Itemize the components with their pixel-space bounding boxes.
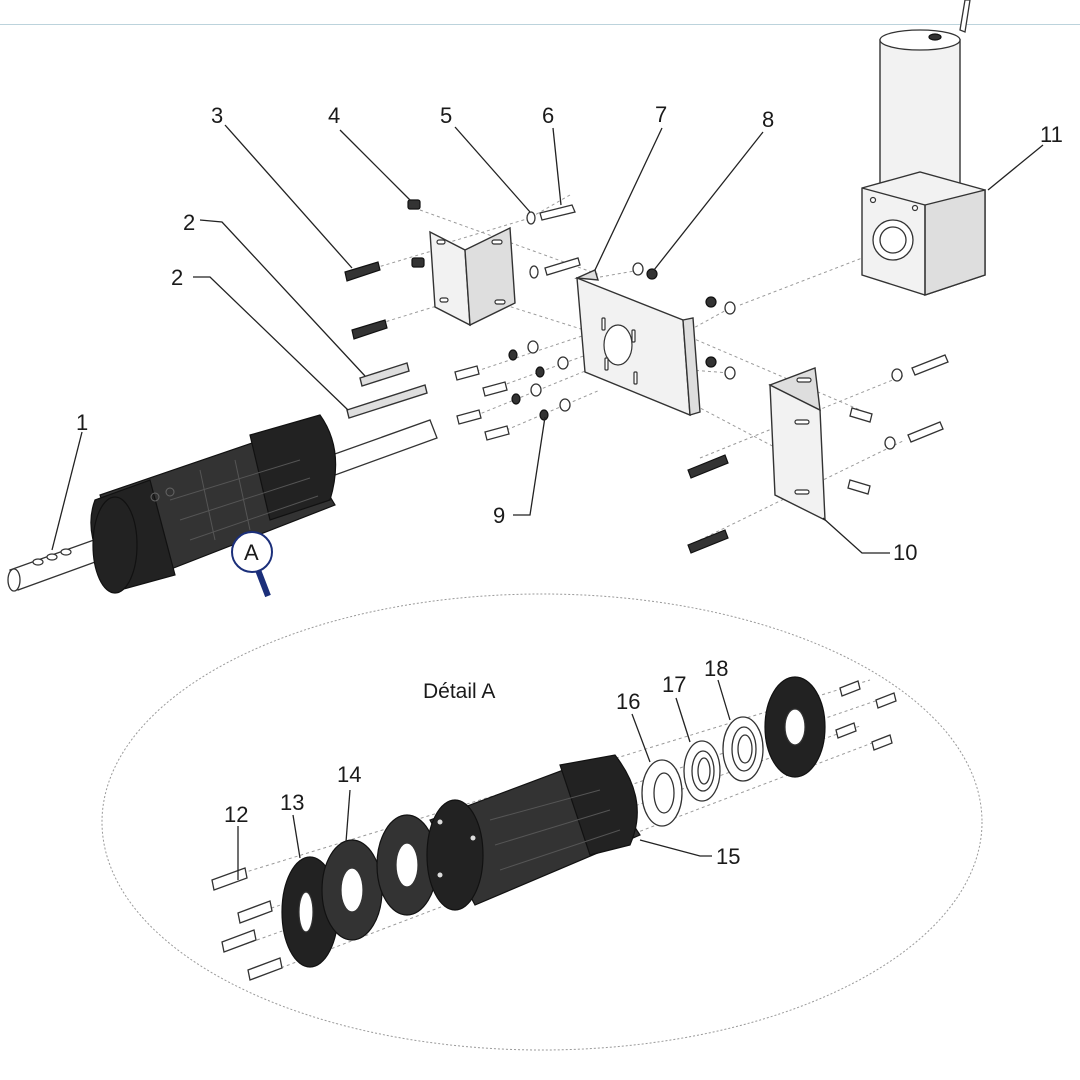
callout-5: 5 [440,103,452,128]
callout-13: 13 [280,790,304,815]
wall-bracket-left [429,226,516,327]
callout-14: 14 [337,762,361,787]
callout-18: 18 [704,656,728,681]
detail-callout-labels: 12 13 14 15 16 17 18 [224,656,740,869]
end-screws-right [835,680,897,751]
part-10-angle-bracket [768,354,949,522]
callout-12: 12 [224,802,248,827]
part-16-seal-ring [641,759,683,827]
callout-10: 10 [893,540,917,565]
detail-view-title: Détail A [423,680,495,703]
leader-lines [51,124,1044,554]
part-18-bearing [722,716,764,782]
part-12-screws [211,867,283,981]
part-3-wall-plugs [344,261,729,554]
callout-16: 16 [616,689,640,714]
detail-view-border [101,593,983,1051]
callout-17: 17 [662,672,686,697]
part-14-gaskets [321,814,438,941]
top-divider [0,24,1080,25]
detail-marker-a[interactable]: A [231,531,273,598]
callout-7: 7 [655,102,667,127]
part-8-9-nuts-washers [454,262,736,441]
part-4-screws [407,199,425,268]
callout-11: 11 [1040,122,1063,147]
callout-2-lower: 2 [171,265,183,290]
callout-3: 3 [211,103,223,128]
detail-marker-label: A [244,540,259,565]
part-11-gear-motor [861,0,986,296]
callout-4: 4 [328,103,340,128]
detail-leader-lines [237,679,731,880]
part-5-6-fasteners [526,204,581,279]
callout-labels: 1 2 2 3 4 5 6 7 8 9 10 11 [76,102,1063,565]
part-2-keys [346,362,428,419]
part-7-motor-plate [574,269,701,417]
part-15-drum-hub [426,754,641,911]
end-flange-right [764,676,826,778]
callout-2-upper: 2 [183,210,195,235]
callout-6: 6 [542,103,554,128]
magnifier-handle [255,568,271,598]
magnifier-icon [231,531,273,573]
callout-1: 1 [76,410,88,435]
part-17-bearing [683,740,721,802]
callout-15: 15 [716,844,740,869]
part-1-shaft-assembly [7,414,438,594]
callout-8: 8 [762,107,774,132]
callout-9: 9 [493,503,505,528]
